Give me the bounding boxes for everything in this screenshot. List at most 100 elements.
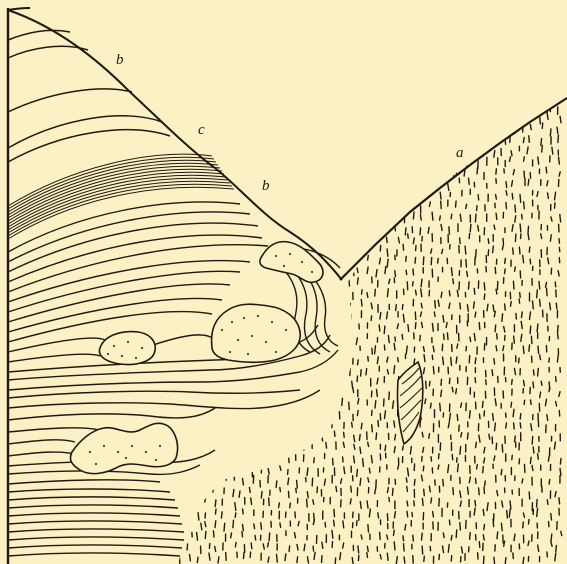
rock-dash [560,117,561,123]
rock-dash [431,498,432,503]
rock-dash [344,136,345,143]
rock-dash [304,544,305,551]
rock-dash [503,239,504,245]
rock-dash [205,532,206,539]
rock-dash [303,289,304,295]
rock-dash [341,106,342,113]
rock-dash [530,125,531,130]
rock-dash [424,556,425,561]
rock-dash [426,381,427,388]
rock-dash [249,282,250,287]
rock-dash [206,344,207,348]
rock-dash [438,179,439,184]
rock-dash [352,423,353,428]
rock-dash [375,488,376,494]
rock-dash [398,358,399,362]
rock-dash [387,249,388,256]
rock-dash [524,400,525,404]
rock-dash [414,479,415,485]
rock-dash [456,103,457,108]
rock-dash [556,303,557,309]
rock-dash [438,172,439,179]
rock-dash [407,181,408,189]
rock-dash [270,435,271,442]
rock-dash [187,291,188,297]
rock-dash [496,195,497,200]
rock-dash [421,157,422,164]
rock-dash [512,181,513,187]
rock-dash [449,414,450,422]
rock-dash [470,225,471,232]
rock-dash [448,465,449,473]
rock-dash [431,249,432,253]
rock-dash [235,543,236,547]
rock-dash [537,500,538,508]
rock-dash [489,434,490,439]
rock-dash [515,216,516,223]
rock-dash [520,293,521,298]
rock-dash [249,434,250,438]
rock-dash [261,455,262,463]
rock-dash [539,281,540,289]
rock-dash [198,269,199,274]
rock-dash [378,513,379,518]
rock-dash [422,533,423,540]
rock-dash [306,388,307,395]
rock-dash [512,455,513,459]
rock-dash [449,378,450,383]
rock-dash [433,367,434,374]
rock-dash [314,458,315,463]
rock-dash [285,411,286,416]
rock-dash [366,158,367,165]
rock-dash [556,545,557,551]
rock-dash [189,118,190,125]
rock-dash [244,454,245,461]
rock-dash [456,530,457,538]
rock-dash [524,202,525,209]
rock-dash [395,157,396,165]
rock-dash [461,433,462,437]
rock-dash [510,501,511,509]
rock-dash [195,422,196,427]
rock-dash [550,129,551,136]
rock-dash [360,223,361,230]
rock-dash [433,346,434,352]
rock-dash [354,435,355,441]
rock-dash [443,158,444,162]
rock-dash [371,316,372,321]
rock-dash [380,555,381,559]
rock-dash [446,323,447,328]
rock-dash [443,546,444,553]
rock-dash [407,511,408,517]
rock-dash [502,245,503,250]
rock-dash [408,234,409,239]
rock-dash [316,432,317,439]
rock-dash [529,520,530,525]
label-b-upper: b [116,52,124,68]
rock-dash [295,151,296,157]
rock-dash [269,533,270,541]
rock-dash [367,103,368,110]
rock-dash [494,225,495,229]
rock-dash [493,305,494,311]
rock-dash [456,201,457,207]
rock-dash [215,423,216,429]
rock-dash [342,191,343,198]
rock-dash [557,356,558,362]
rock-dash [389,279,390,284]
rock-dash [351,190,352,198]
rock-dash [403,536,404,541]
rock-dash [475,358,476,364]
rock-dash [457,344,458,348]
rock-dash [218,557,219,563]
rock-dash [466,162,467,168]
rock-dash [558,334,559,339]
rock-dash [341,500,342,507]
rock-dash [479,323,480,330]
rock-dash [487,304,488,311]
rock-dash [288,279,289,284]
rock-dash [321,368,322,374]
rock-dash [204,256,205,263]
rock-dash [231,533,232,538]
rock-dash [335,191,336,196]
